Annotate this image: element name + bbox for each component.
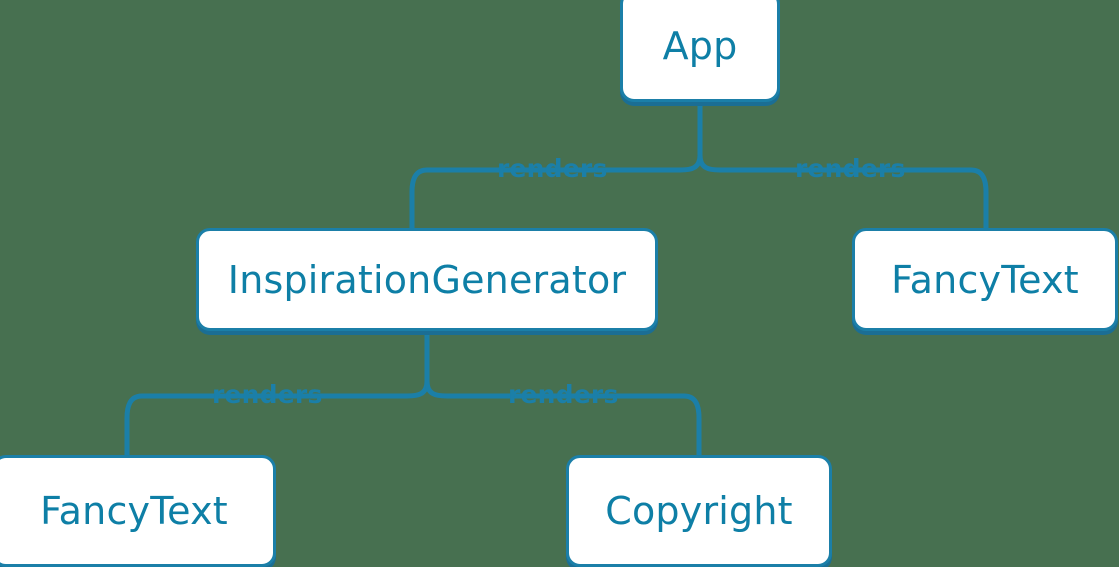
edge-label-inspirationgenerator-fancytext-left: renders	[212, 380, 323, 409]
node-fancytext-left-label: FancyText	[40, 489, 228, 533]
node-app[interactable]: App	[620, 0, 780, 102]
node-fancytext-left[interactable]: FancyText	[0, 455, 276, 567]
node-app-label: App	[662, 24, 738, 68]
node-copyright-label: Copyright	[605, 489, 793, 533]
node-fancytext-right[interactable]: FancyText	[852, 228, 1118, 331]
edge-label-app-fancytext-right: renders	[795, 154, 906, 183]
edge-label-app-inspirationgenerator: renders	[497, 154, 608, 183]
node-fancytext-right-label: FancyText	[891, 257, 1079, 302]
node-copyright[interactable]: Copyright	[566, 455, 832, 567]
node-inspirationgenerator[interactable]: InspirationGenerator	[196, 228, 658, 331]
node-inspirationgenerator-label: InspirationGenerator	[227, 257, 627, 302]
edge-label-inspirationgenerator-copyright: renders	[508, 380, 619, 409]
